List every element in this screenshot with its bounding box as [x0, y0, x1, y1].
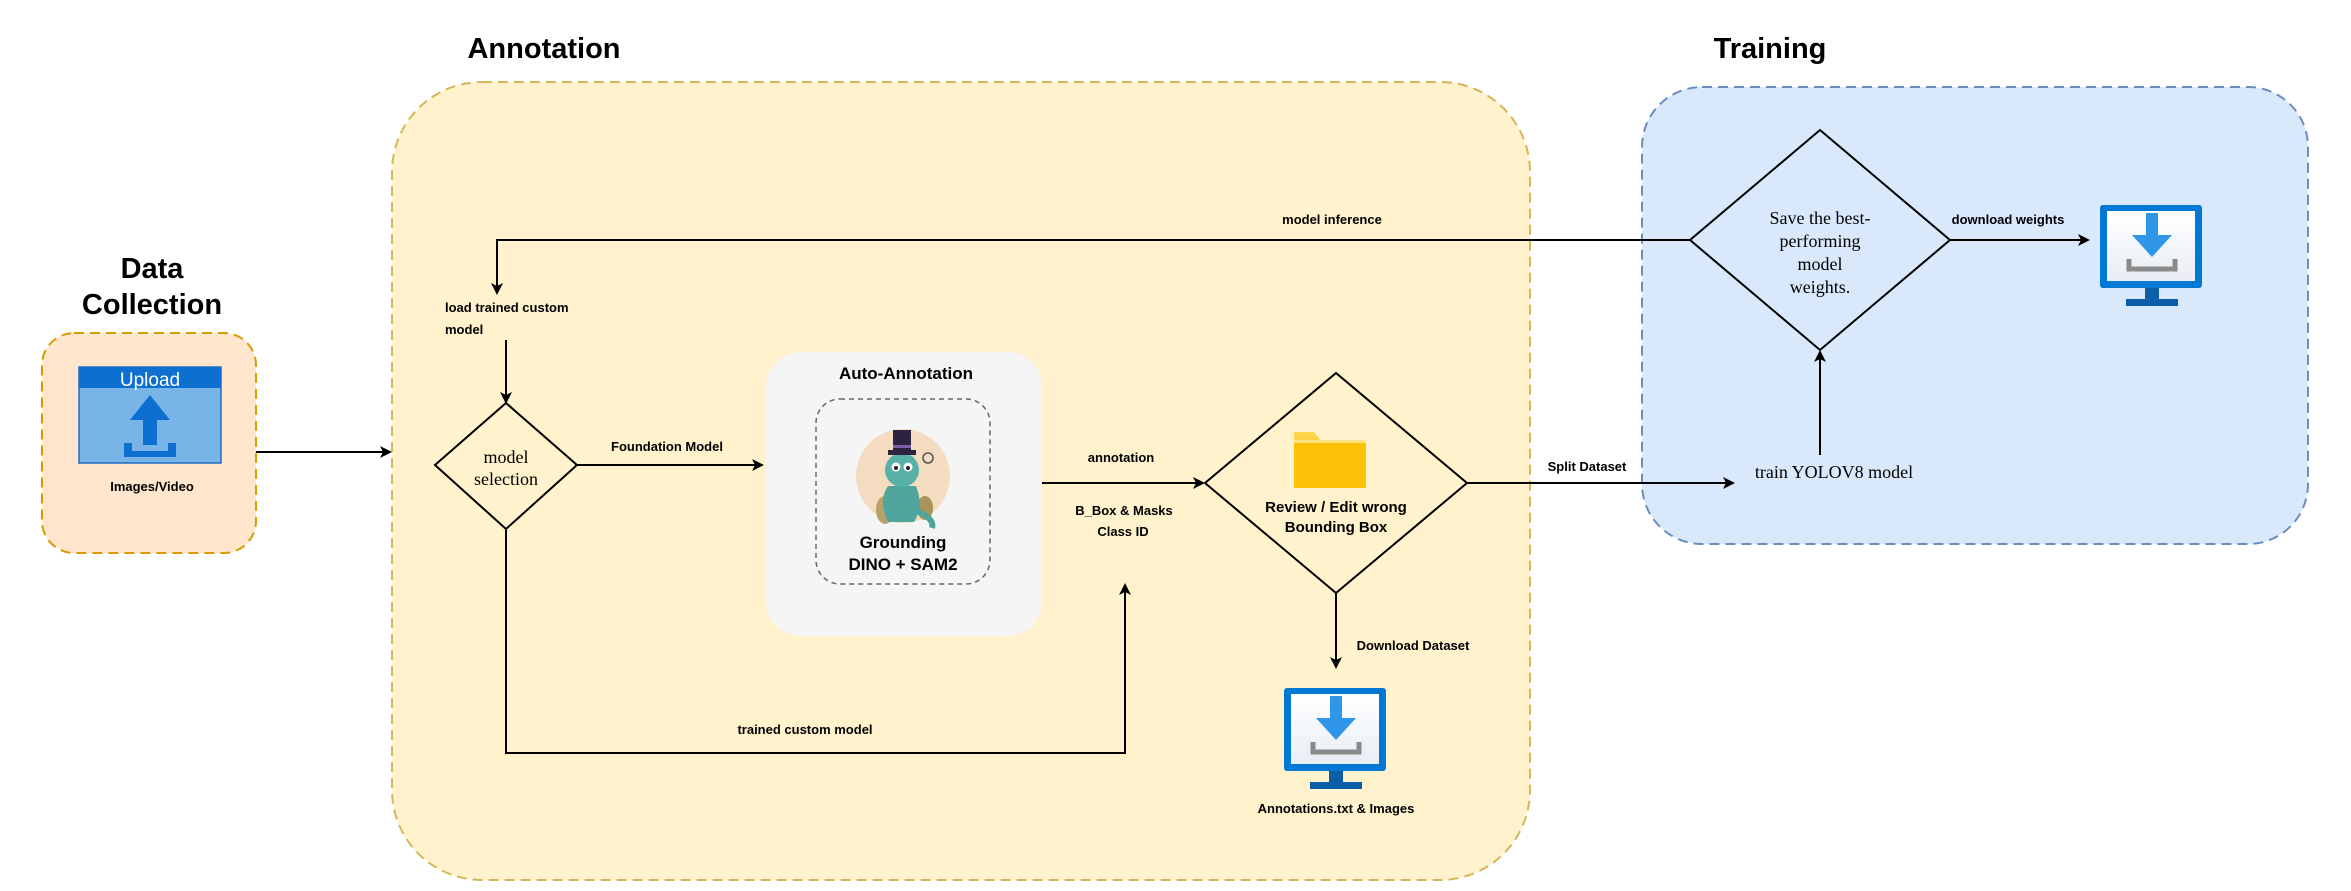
edge-label-annotation: annotation — [1088, 450, 1154, 465]
load-model-label-line1: load trained custom — [445, 300, 569, 315]
edge-label-split-dataset: Split Dataset — [1548, 459, 1627, 474]
train-model-node: train YOLOV8 model — [1755, 462, 1913, 482]
load-model-label-line2: model — [445, 322, 483, 337]
save-weights-line1: Save the best- — [1770, 208, 1871, 228]
weights-download-icon[interactable] — [2100, 205, 2202, 306]
edge-label-bbox-masks: B_Box & Masks — [1075, 503, 1173, 518]
save-weights-line4: weights. — [1790, 277, 1851, 297]
annotation-title: Annotation — [467, 33, 620, 65]
save-weights-line2: performing — [1780, 231, 1861, 251]
grounding-dino-mascot-icon — [856, 429, 950, 529]
grounding-label-line1: Grounding — [860, 533, 947, 552]
annotations-output-label: Annotations.txt & Images — [1258, 801, 1415, 816]
edge-model-inference — [491, 239, 1690, 295]
review-label-line2: Bounding Box — [1285, 519, 1388, 536]
edge-label-trained-custom-model: trained custom model — [737, 722, 872, 737]
model-selection-line1: model — [484, 447, 529, 467]
edge-label-download-dataset: Download Dataset — [1357, 638, 1470, 653]
upload-label: Upload — [120, 370, 180, 391]
save-weights-node — [1688, 128, 1952, 352]
edges — [256, 234, 2090, 754]
training-title: Training — [1714, 33, 1827, 65]
grounding-box — [815, 398, 991, 585]
review-label-line1: Review / Edit wrong — [1265, 499, 1407, 516]
model-selection-line2: selection — [474, 469, 538, 489]
edge-label-class-id: Class ID — [1097, 524, 1148, 539]
data-collection-title-line1: Data — [121, 253, 185, 285]
upload-caption: Images/Video — [110, 479, 194, 494]
edge-trained-custom-model — [505, 530, 1131, 754]
upload-card[interactable]: Upload — [78, 366, 222, 464]
grounding-label-line2: DINO + SAM2 — [848, 555, 957, 574]
save-weights-line3: model — [1798, 254, 1843, 274]
edge-label-foundation-model: Foundation Model — [611, 439, 723, 454]
model-selection-node — [433, 401, 579, 531]
folder-icon — [1294, 432, 1366, 488]
edge-label-download-weights: download weights — [1952, 212, 2065, 227]
training-container — [1641, 86, 2309, 545]
edge-label-model-inference: model inference — [1282, 212, 1382, 227]
review-node — [1203, 371, 1469, 595]
upload-icon — [124, 395, 176, 457]
data-collection-title-line2: Collection — [82, 289, 222, 321]
annotations-download-icon[interactable] — [1284, 688, 1386, 789]
auto-annotation-title: Auto-Annotation — [839, 364, 973, 383]
